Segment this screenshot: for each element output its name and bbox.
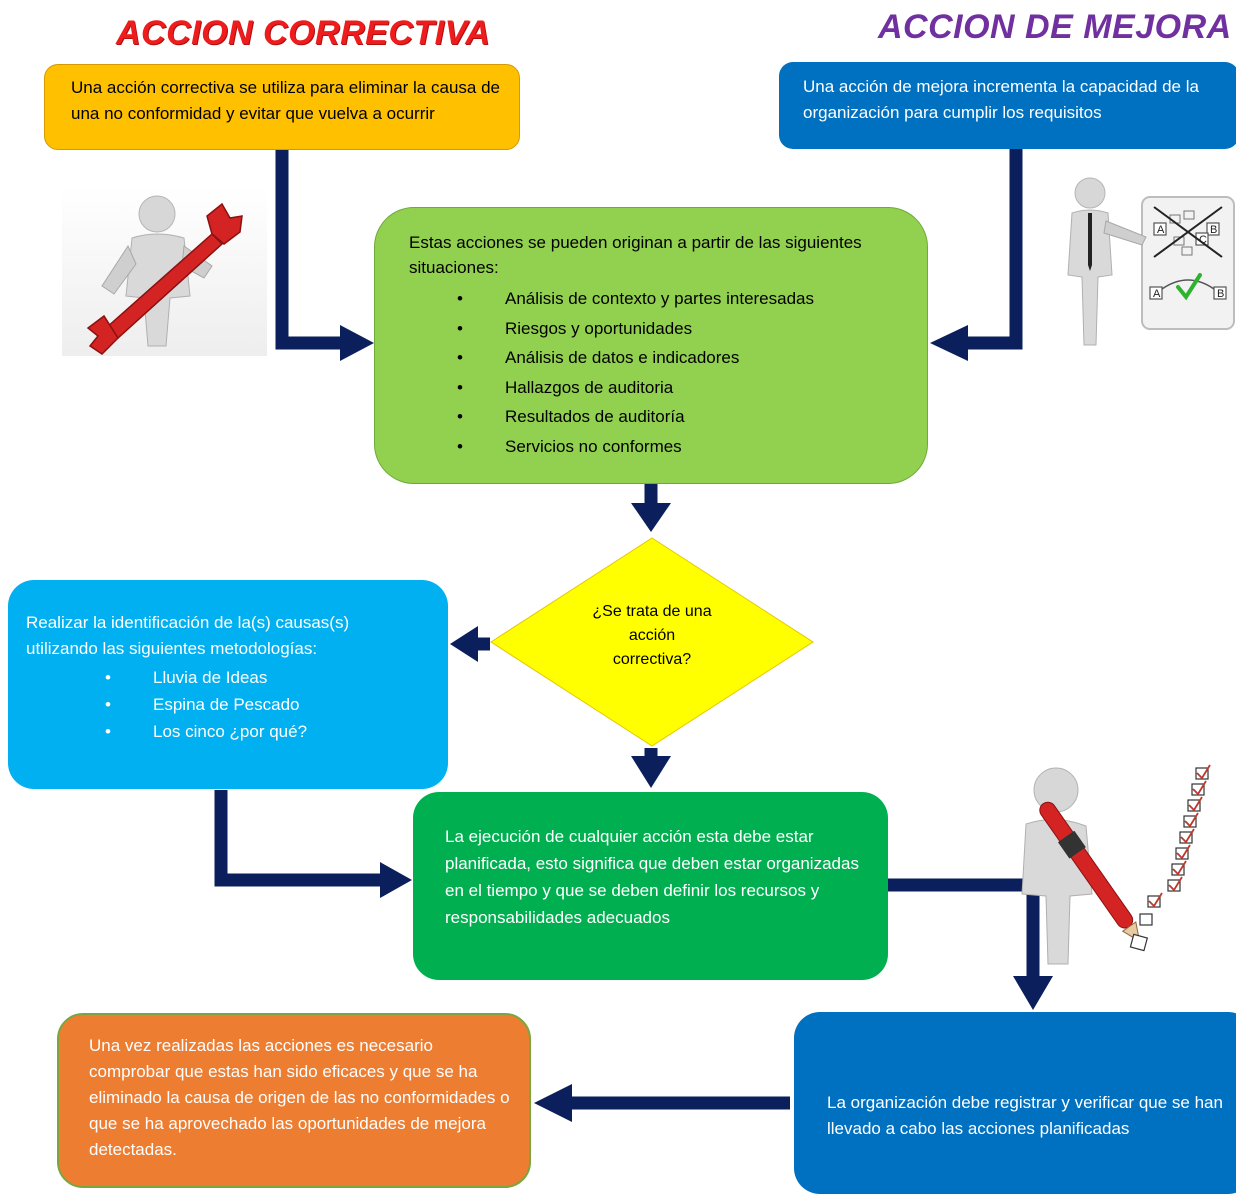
causes-list: Lluvia de Ideas Espina de Pescado Los ci… xyxy=(26,664,432,745)
wrench-person-icon xyxy=(86,195,243,355)
improvement-title: ACCION DE MEJORA xyxy=(878,8,1232,46)
situation-item: Riesgos y oportunidades xyxy=(457,314,907,344)
execution-text: La ejecución de cualquier acción esta de… xyxy=(445,827,859,927)
arrowhead-corrective xyxy=(340,325,374,361)
presentation-person-icon: A B C A B xyxy=(1067,177,1235,346)
situation-item: Hallazgos de auditoria xyxy=(457,373,907,403)
cause-method-item: Lluvia de Ideas xyxy=(105,664,432,691)
improvement-description-box: Una acción de mejora incrementa la capac… xyxy=(779,62,1236,149)
checklist-person-icon xyxy=(1021,764,1211,965)
wrench-person-figure xyxy=(62,186,267,356)
connector-causes-to-execution xyxy=(214,790,382,887)
situations-intro: Estas acciones se pueden originan a part… xyxy=(409,233,862,277)
arrowhead-verify xyxy=(534,1084,572,1122)
corrective-description-box: Una acción correctiva se utiliza para el… xyxy=(44,64,520,150)
verify-box: La organización debe registrar y verific… xyxy=(794,1012,1236,1194)
arrowhead-decision-left xyxy=(450,626,478,662)
verify-text: La organización debe registrar y verific… xyxy=(827,1093,1223,1138)
connector-corrective-to-situations xyxy=(275,144,340,350)
arrowhead-execution xyxy=(1013,976,1053,1010)
arrowhead-situations xyxy=(631,503,671,532)
situations-box: Estas acciones se pueden originan a part… xyxy=(374,207,928,484)
situation-item: Análisis de datos e indicadores xyxy=(457,343,907,373)
situation-item: Análisis de contexto y partes interesada… xyxy=(457,284,907,314)
causes-box: Realizar la identificación de la(s) caus… xyxy=(8,580,448,789)
situation-item: Resultados de auditoría xyxy=(457,402,907,432)
cause-method-item: Los cinco ¿por qué? xyxy=(105,718,432,745)
arrowhead-improvement xyxy=(930,325,968,361)
check-mark-icon xyxy=(1176,273,1202,301)
board-label-a-bottom: A xyxy=(1153,288,1161,300)
connector-improvement-to-situations xyxy=(968,148,1023,350)
causes-intro: Realizar la identificación de la(s) caus… xyxy=(26,613,350,658)
decision-diamond xyxy=(490,537,814,747)
presentation-person-figure: A B C A B xyxy=(1062,175,1236,355)
improvement-description-text: Una acción de mejora incrementa la capac… xyxy=(803,77,1199,122)
cause-method-item: Espina de Pescado xyxy=(105,691,432,718)
effectiveness-text: Una vez realizadas las acciones es neces… xyxy=(89,1036,510,1159)
decision-text: ¿Se trata de una acción correctiva? xyxy=(592,603,712,668)
arrowhead-decision-down xyxy=(631,756,671,788)
arrowhead-causes xyxy=(380,862,412,898)
situation-item: Servicios no conformes xyxy=(457,432,907,462)
situations-list: Análisis de contexto y partes interesada… xyxy=(409,284,907,461)
board-label-a-top: A xyxy=(1157,224,1165,236)
execution-box: La ejecución de cualquier acción esta de… xyxy=(413,792,888,980)
effectiveness-box: Una vez realizadas las acciones es neces… xyxy=(57,1013,531,1188)
board-label-c: C xyxy=(1199,234,1207,246)
checklist-person-figure xyxy=(996,754,1236,974)
board-label-b-top: B xyxy=(1210,224,1217,236)
corrective-title: ACCION CORRECTIVA xyxy=(116,14,491,52)
corrective-description-text: Una acción correctiva se utiliza para el… xyxy=(71,78,500,123)
board-label-b-bottom: B xyxy=(1217,288,1224,300)
